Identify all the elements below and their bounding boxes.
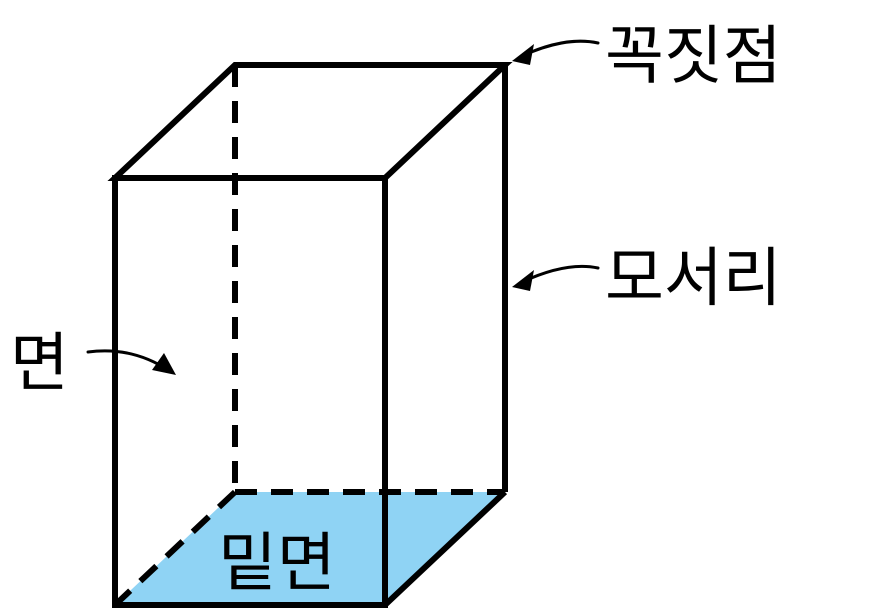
hidden-edge-left-bottom [112,489,238,608]
arrow-heads [152,44,534,375]
visible-edges [107,62,513,608]
vertex-arrow-head [512,44,534,65]
base-label: 밑면 [218,527,336,601]
edge-arrow-head [512,270,534,291]
hidden-edges [112,65,505,608]
edge-pointer-arrow [520,264,600,284]
edge-label: 모서리 [605,242,782,316]
edge-right-bottom [382,489,508,608]
base-face [115,492,505,605]
pointer-arrows [86,39,600,372]
vertex-pointer-arrow [520,39,600,58]
face-label: 면 [10,327,69,401]
vertex-label: 꼭짓점 [605,20,782,94]
face-arrow-head [152,353,176,375]
top-face-outline [107,62,513,181]
